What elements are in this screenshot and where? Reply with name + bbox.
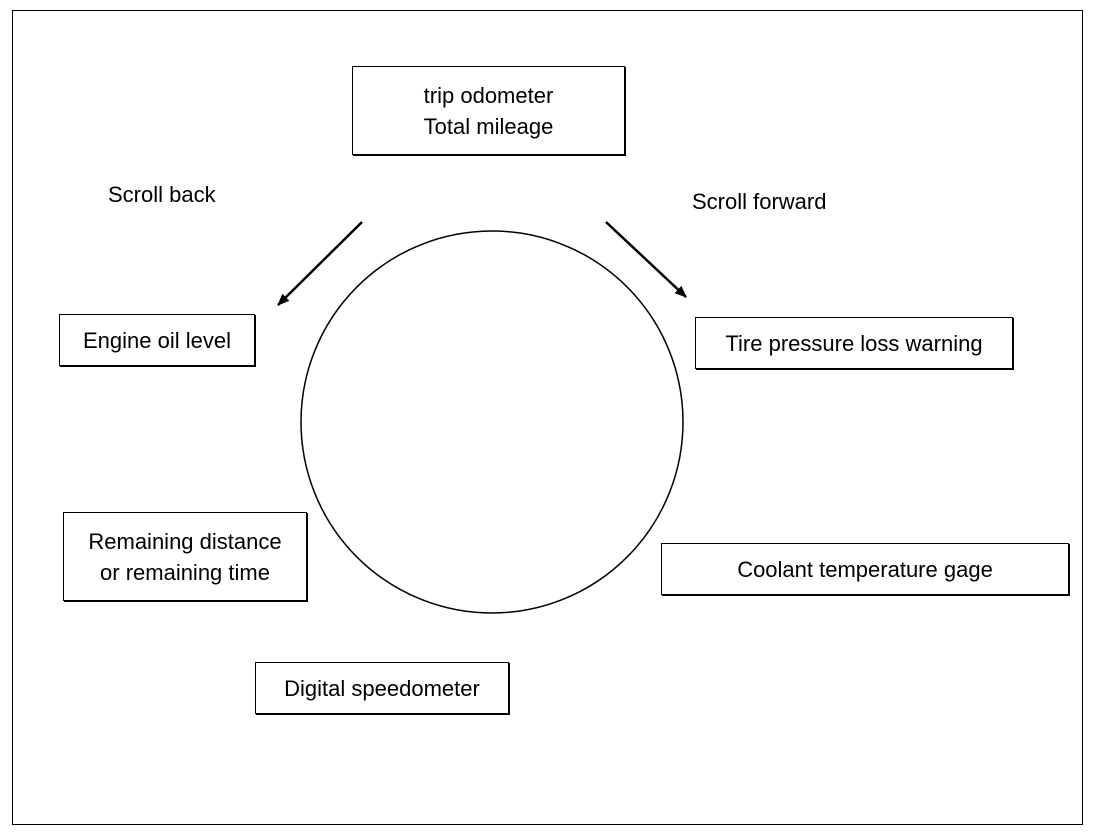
remaining-distance-box: Remaining distance or remaining time [63,512,307,601]
cycle-circle [300,230,684,614]
engine-oil-level-box: Engine oil level [59,314,255,366]
coolant-temperature-box: Coolant temperature gage [661,543,1069,595]
remaining-time-label: or remaining time [100,559,270,585]
tire-pressure-label: Tire pressure loss warning [725,330,983,356]
diagram-frame [12,10,1083,825]
trip-odometer-box: trip odometer Total mileage [352,66,625,155]
total-mileage-label: Total mileage [423,113,554,139]
scroll-forward-arrow [605,221,687,298]
engine-oil-level-label: Engine oil level [83,327,231,353]
digital-speedometer-label: Digital speedometer [284,675,480,701]
scroll-back-label: Scroll back [108,182,216,207]
scroll-forward-label: Scroll forward [692,189,827,214]
scroll-back-arrow [277,221,363,306]
trip-odometer-label: trip odometer [423,82,554,108]
coolant-temperature-label: Coolant temperature gage [737,556,993,582]
tire-pressure-box: Tire pressure loss warning [695,317,1013,369]
digital-speedometer-box: Digital speedometer [255,662,509,714]
remaining-distance-label: Remaining distance [88,528,282,554]
